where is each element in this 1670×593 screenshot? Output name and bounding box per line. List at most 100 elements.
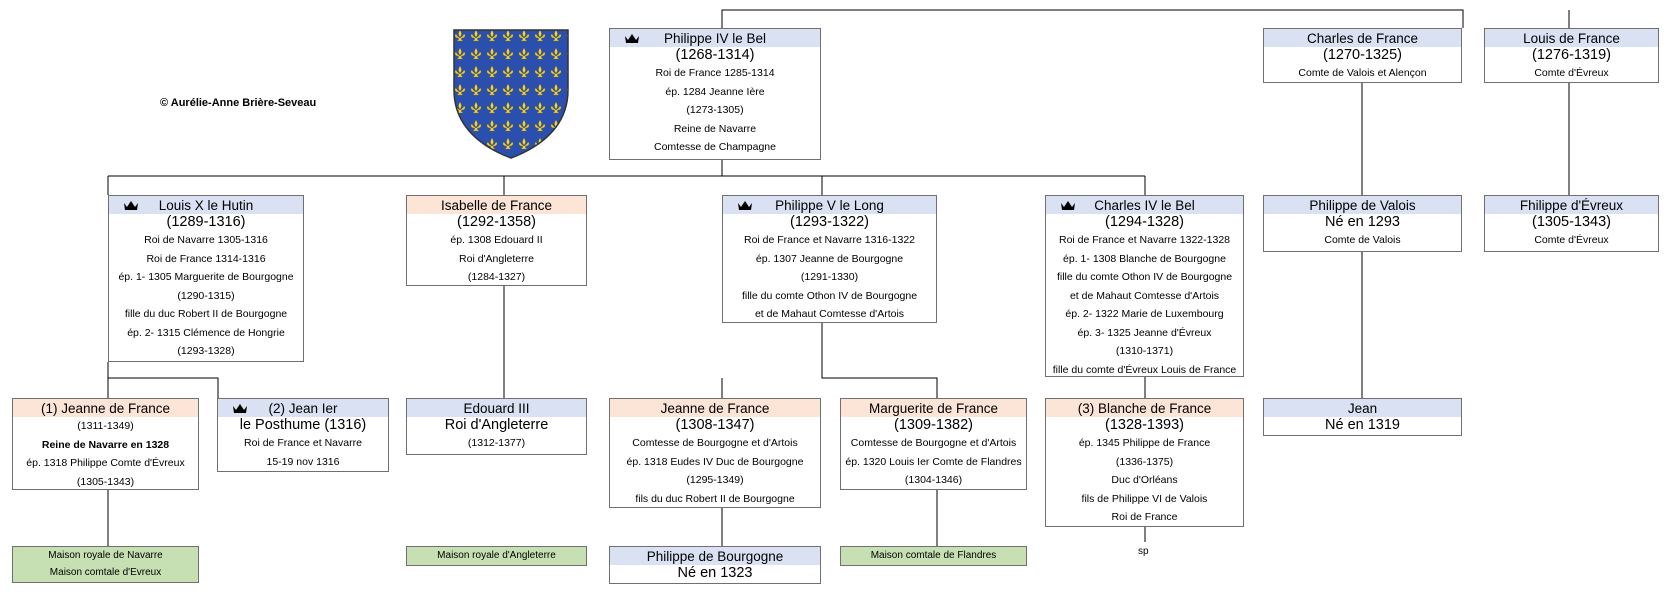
person-name: Philippe V le Long xyxy=(775,198,884,213)
person-detail: fils du duc Robert II de Bourgogne xyxy=(635,492,795,505)
coat-of-arms-shield xyxy=(453,29,569,159)
person-dates: Né en 1323 xyxy=(677,565,753,581)
person-detail: (1293-1328) xyxy=(177,345,235,357)
person-detail: Reine de Navarre en 1328 xyxy=(41,438,170,451)
person-box-philippe-de-valois[interactable]: Philippe de Valois Né en 1293 Comte de V… xyxy=(1263,195,1462,252)
person-box-jean-ier[interactable]: (2) Jean Ier le Posthume (1316) Roi de F… xyxy=(217,398,389,472)
person-dates: (1294-1328) xyxy=(1105,214,1184,230)
person-name: (1) Jeanne de France xyxy=(13,399,198,417)
person-name: Philippe IV le Bel xyxy=(663,31,767,46)
person-name: Louis de France xyxy=(1485,29,1658,47)
sans-posterite-note: sp xyxy=(1138,546,1149,557)
person-header: Philippe V le Long xyxy=(723,196,936,214)
person-detail: Roi de France et Navarre 1322-1328 xyxy=(1058,234,1230,246)
person-box-jeanne-de-bourgogne[interactable]: Jeanne de France (1308-1347) Comtesse de… xyxy=(609,398,821,508)
house-box-navarre-evreux[interactable]: Maison royale de Navarre Maison comtale … xyxy=(12,546,199,583)
person-detail: (1273-1305) xyxy=(686,104,744,116)
person-box-isabelle-de-france[interactable]: Isabelle de France (1292-1358) ép. 1308 … xyxy=(406,195,587,286)
crown-icon xyxy=(124,201,138,210)
person-detail: Duc d'Orléans xyxy=(1111,474,1178,486)
person-box-jean[interactable]: Jean Né en 1319 xyxy=(1263,398,1462,436)
person-name: Marguerite de France xyxy=(841,399,1026,417)
person-detail: Roi de France xyxy=(1111,511,1178,523)
crown-icon xyxy=(233,404,247,413)
person-header: Charles IV le Bel xyxy=(1046,196,1243,214)
person-dates: (1270-1325) xyxy=(1323,47,1402,63)
person-name: Isabelle de France xyxy=(407,196,586,214)
crown-icon xyxy=(738,201,752,210)
person-detail: Roi de France 1285-1314 xyxy=(655,67,775,79)
person-detail: (1295-1349) xyxy=(686,474,744,486)
person-name: Charles de France xyxy=(1264,29,1461,47)
person-detail: Comtesse de Bourgogne et d'Artois xyxy=(850,437,1017,449)
person-detail: ép. 1308 Edouard II xyxy=(450,234,543,246)
person-detail: Comte d'Évreux xyxy=(1534,234,1609,246)
house-box-flandres[interactable]: Maison comtale de Flandres xyxy=(840,546,1027,566)
person-detail: (1305-1343) xyxy=(76,475,135,488)
person-detail: Roi de France et Navarre xyxy=(244,437,362,449)
person-detail: Roi d'Angleterre xyxy=(459,252,534,265)
person-dates: Né en 1319 xyxy=(1325,417,1400,433)
person-detail: ép. 1345 Philippe de France xyxy=(1078,437,1211,449)
person-detail: Roi de France 1314-1316 xyxy=(146,252,266,265)
person-detail: (1304-1346) xyxy=(904,474,963,486)
person-detail: (1291-1330) xyxy=(800,271,859,283)
crown-icon xyxy=(625,34,639,43)
house-label: Maison royale de Navarre xyxy=(48,550,163,561)
person-detail: ép. 1320 Louis Ier Comte de Flandres xyxy=(845,455,1022,468)
person-dates: (1309-1382) xyxy=(894,417,973,433)
person-detail: (1284-1327) xyxy=(467,271,526,283)
person-box-charles-de-france[interactable]: Charles de France (1270-1325) Comte de V… xyxy=(1263,28,1462,83)
person-detail: Comtesse de Champagne xyxy=(654,141,776,153)
person-detail: Comte de Valois et Alençon xyxy=(1298,67,1427,79)
person-box-blanche-de-france[interactable]: (3) Blanche de France (1328-1393) ép. 13… xyxy=(1045,398,1244,527)
person-detail: ép. 1318 Eudes IV Duc de Bourgogne xyxy=(626,455,804,468)
person-box-philippe-de-bourgogne[interactable]: Philippe de Bourgogne Né en 1323 xyxy=(609,546,821,584)
person-dates: (1276-1319) xyxy=(1532,47,1611,63)
person-detail: et de Mahaut Comtesse d'Artois xyxy=(1069,289,1220,302)
person-detail: Comte d'Évreux xyxy=(1534,67,1609,79)
person-box-charles-iv[interactable]: Charles IV le Bel (1294-1328) Roi de Fra… xyxy=(1045,195,1244,377)
person-box-louis-x[interactable]: Louis X le Hutin (1289-1316) Roi de Nava… xyxy=(108,195,304,362)
person-detail: ép. 1- 1305 Marguerite de Bourgogne xyxy=(118,271,294,283)
person-detail: (1336-1375) xyxy=(1115,455,1174,468)
house-box-angleterre[interactable]: Maison royale d'Angleterre xyxy=(406,546,587,566)
person-detail: fille du comte Othon IV de Bourgogne xyxy=(1056,271,1233,283)
person-name: Edouard III xyxy=(407,399,586,417)
person-box-philippe-v[interactable]: Philippe V le Long (1293-1322) Roi de Fr… xyxy=(722,195,937,323)
person-detail: fils de Philippe VI de Valois xyxy=(1081,492,1208,505)
person-name: Jeanne de France xyxy=(610,399,820,417)
person-box-jeanne-de-navarre[interactable]: (1) Jeanne de France (1311-1349) Reine d… xyxy=(12,398,199,490)
person-name: Fhilippe d'Évreux xyxy=(1485,196,1658,214)
person-box-louis-de-france[interactable]: Louis de France (1276-1319) Comte d'Évre… xyxy=(1484,28,1659,83)
person-dates: (1308-1347) xyxy=(675,417,755,433)
person-name: Jean xyxy=(1264,399,1461,417)
person-title: Roi d'Angleterre xyxy=(444,417,549,433)
person-box-edouard-iii[interactable]: Edouard III Roi d'Angleterre (1312-1377) xyxy=(406,398,587,455)
person-name: (2) Jean Ier xyxy=(268,401,338,416)
crown-icon xyxy=(1061,201,1075,210)
person-name: Philippe de Valois xyxy=(1264,196,1461,214)
person-detail: 15-19 nov 1316 xyxy=(266,455,340,468)
person-detail: fille du comte Othon IV de Bourgogne xyxy=(741,289,918,302)
copyright-notice: © Aurélie-Anne Brière-Seveau xyxy=(160,97,317,109)
person-detail: (1290-1315) xyxy=(177,289,235,302)
person-name: Louis X le Hutin xyxy=(158,198,254,213)
person-box-marguerite-de-france[interactable]: Marguerite de France (1309-1382) Comtess… xyxy=(840,398,1027,490)
person-detail: ép. 3- 1325 Jeanne d'Évreux xyxy=(1077,326,1212,339)
person-detail: et de Mahaut Comtesse d'Artois xyxy=(754,308,905,320)
person-dates: (1293-1322) xyxy=(790,214,869,230)
person-detail: Comte de Valois xyxy=(1324,234,1401,246)
person-detail: ép. 2- 1315 Clémence de Hongrie xyxy=(127,326,285,339)
person-detail: fille du duc Robert II de Bourgogne xyxy=(124,308,288,320)
person-header: (2) Jean Ier xyxy=(218,399,388,417)
person-box-philippe-iv[interactable]: Philippe IV le Bel (1268-1314) Roi de Fr… xyxy=(609,28,821,160)
person-detail: Reine de Navarre xyxy=(673,122,757,135)
person-header: Louis X le Hutin xyxy=(109,196,303,214)
person-name: (3) Blanche de France xyxy=(1046,399,1243,417)
person-detail: ép. 1318 Philippe Comte d'Évreux xyxy=(26,457,185,469)
person-detail: ép. 1307 Jeanne de Bourgogne xyxy=(755,252,904,265)
person-detail: ép. 1284 Jeanne Ière xyxy=(665,85,765,98)
person-box-philippe-d-evreux[interactable]: Fhilippe d'Évreux (1305-1343) Comte d'Év… xyxy=(1484,195,1659,252)
